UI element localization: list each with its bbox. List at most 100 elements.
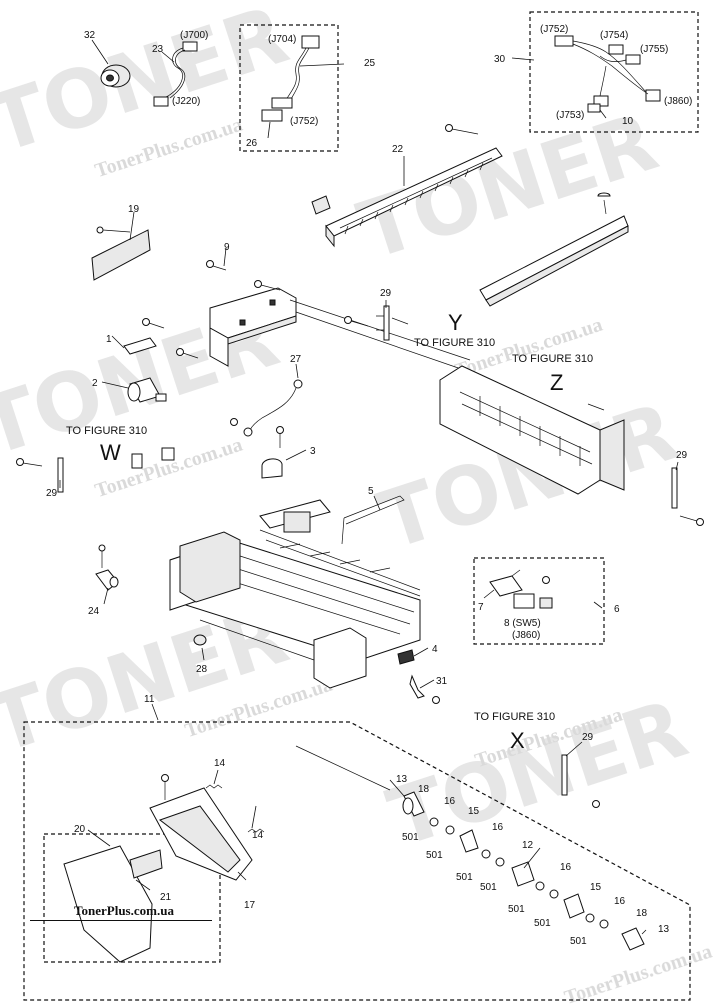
part-29-bracket-top <box>376 305 390 341</box>
part-21-lever <box>63 845 163 963</box>
group-box-6 <box>473 557 605 645</box>
callout-29-right: 29 <box>676 450 688 461</box>
logo-text: TonerPlus.com.ua <box>74 903 174 918</box>
callout-20: 20 <box>74 824 86 835</box>
part-24-holder <box>95 544 119 591</box>
callout-29-left: 29 <box>46 488 58 499</box>
callout-8-sw5: 8 (SW5) <box>504 618 541 629</box>
group-box-20 <box>43 833 221 963</box>
callout-501-e: 501 <box>508 904 525 915</box>
callout-21: 21 <box>160 892 172 903</box>
part-2-shaft <box>127 377 167 403</box>
part-29-bracket-left <box>57 457 64 493</box>
part-8-switch <box>513 593 553 609</box>
connector-j752-b: (J752) <box>540 24 568 35</box>
callout-26: 26 <box>246 138 258 149</box>
part-upper-rail <box>479 192 629 307</box>
figure-ref-x-letter: X <box>510 728 525 753</box>
part-23-cable <box>153 41 198 107</box>
callout-30: 30 <box>494 54 506 65</box>
callout-14-b: 14 <box>252 830 264 841</box>
callout-15-b: 15 <box>590 882 602 893</box>
callout-16-c: 16 <box>560 862 572 873</box>
callout-25: 25 <box>364 58 376 69</box>
part-left-bracket <box>123 287 297 367</box>
callout-19: 19 <box>128 204 140 215</box>
part-25-cable <box>261 35 320 122</box>
part-29-bracket-bottom <box>561 754 568 796</box>
callout-6: 6 <box>614 604 620 615</box>
callout-16-d: 16 <box>614 896 626 907</box>
figure-ref-y-label: TO FIGURE 310 <box>414 337 495 349</box>
group-box-11 <box>23 721 691 1001</box>
figure-ref-w-letter: W <box>100 440 121 465</box>
callout-1: 1 <box>106 334 112 345</box>
callout-23: 23 <box>152 44 164 55</box>
part-5-lever <box>341 495 405 545</box>
group-box-30 <box>529 11 699 133</box>
callout-501-d: 501 <box>480 882 497 893</box>
part-28-foot <box>193 634 207 646</box>
part-7-bracket <box>489 569 523 597</box>
callout-9: 9 <box>224 242 230 253</box>
part-4-clip <box>397 649 415 665</box>
callout-12: 12 <box>522 840 534 851</box>
callout-11: 11 <box>144 694 155 705</box>
connector-labels: (J700) (J220) (J704) (J752) (J752) (J754… <box>172 24 692 127</box>
connector-j700: (J700) <box>180 30 208 41</box>
figure-ref-w-label: TO FIGURE 310 <box>66 425 147 437</box>
callout-10: 10 <box>622 116 634 127</box>
callout-501-g: 501 <box>570 936 587 947</box>
part-11-shaft <box>295 745 391 791</box>
part-27-wire <box>243 379 303 437</box>
connector-j704: (J704) <box>268 34 296 45</box>
main-tray-assembly <box>169 499 421 689</box>
callout-32: 32 <box>84 30 96 41</box>
watermark-brand: TONER <box>348 95 668 278</box>
part-32-roller <box>100 64 131 88</box>
connector-j755: (J755) <box>640 44 668 55</box>
callout-501-f: 501 <box>534 918 551 929</box>
part-19-plate <box>91 226 151 281</box>
callout-18-b: 18 <box>636 908 648 919</box>
callout-13-a: 13 <box>396 774 408 785</box>
connector-j220: (J220) <box>172 96 200 107</box>
figure-ref-w: TO FIGURE 310 W <box>66 425 147 465</box>
callout-17: 17 <box>244 900 256 911</box>
part-3-clip <box>261 458 283 479</box>
connector-j752-a: (J752) <box>290 116 318 127</box>
logo: TonerPlus.com.ua <box>36 898 212 924</box>
callout-29-bottom: 29 <box>582 732 594 743</box>
callout-7: 7 <box>478 602 484 613</box>
callout-22: 22 <box>392 144 404 155</box>
watermark-brand: TONER <box>378 682 698 865</box>
part-rollers-row <box>402 791 645 951</box>
part-z-rail <box>289 299 625 495</box>
connector-j860-b: (J860) <box>512 630 540 641</box>
callout-28: 28 <box>196 664 208 675</box>
callout-18-a: 18 <box>418 784 430 795</box>
callout-13-b: 13 <box>658 924 670 935</box>
part-14-springs <box>205 784 265 833</box>
callout-4: 4 <box>432 644 438 655</box>
connector-j860-a: (J860) <box>664 96 692 107</box>
callout-501-b: 501 <box>426 850 443 861</box>
figure-ref-y: Y TO FIGURE 310 <box>414 310 495 349</box>
figure-ref-x-label: TO FIGURE 310 <box>474 711 555 723</box>
connector-j753: (J753) <box>556 110 584 121</box>
callout-27: 27 <box>290 354 302 365</box>
connector-j754: (J754) <box>600 30 628 41</box>
part-29-bracket-right <box>671 467 678 509</box>
callout-15-a: 15 <box>468 806 480 817</box>
callouts: 32 23 25 26 30 10 22 19 9 29 1 27 2 3 29… <box>46 30 688 947</box>
figure-ref-z: TO FIGURE 310 Z <box>512 353 593 395</box>
callout-5: 5 <box>368 486 374 497</box>
group-box-25 <box>239 24 339 152</box>
figure-ref-z-label: TO FIGURE 310 <box>512 353 593 365</box>
part-30-harness <box>554 35 661 113</box>
figure-ref-x: TO FIGURE 310 X <box>474 711 555 753</box>
callout-501-a: 501 <box>402 832 419 843</box>
callout-31: 31 <box>436 676 448 687</box>
logo-underline <box>30 920 212 921</box>
